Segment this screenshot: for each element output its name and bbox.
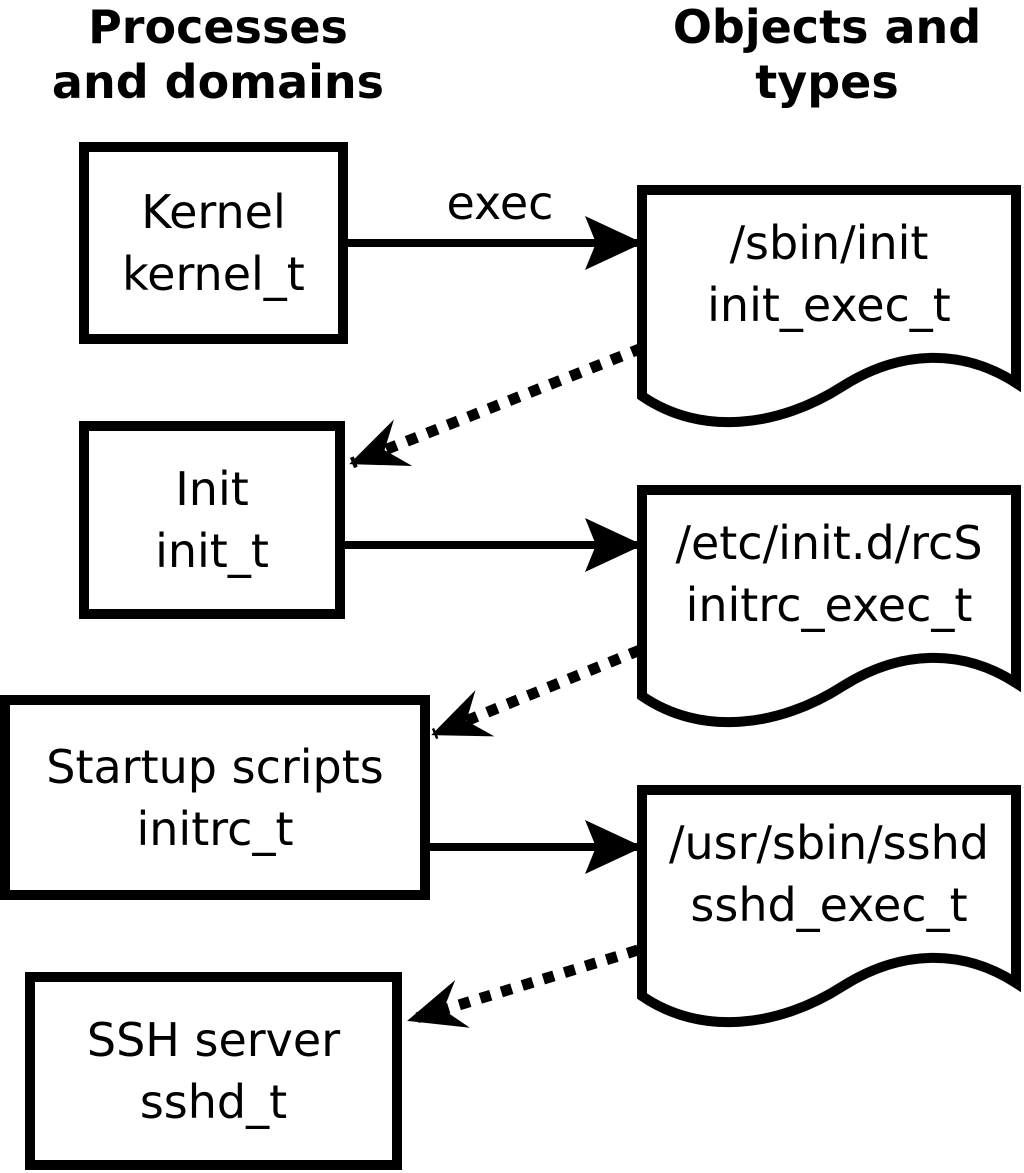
- object-path: /sbin/init: [729, 216, 929, 270]
- object-type: initrc_exec_t: [685, 578, 973, 632]
- process-box-ssh-server: SSH server sshd_t: [25, 972, 402, 1170]
- process-name: SSH server: [86, 1013, 341, 1067]
- process-box-kernel: Kernel kernel_t: [79, 142, 348, 344]
- process-name: Kernel: [141, 185, 286, 239]
- column-header-processes-and-domains: Processes and domains: [0, 0, 436, 110]
- object-path: /etc/init.d/rcS: [675, 516, 983, 570]
- object-label-etc-initd-rcs: /etc/init.d/rcS initrc_exec_t: [642, 508, 1016, 640]
- object-type: sshd_exec_t: [690, 878, 968, 932]
- document-shape-etc-initd-rcs: [637, 485, 1021, 728]
- object-type: init_exec_t: [707, 278, 951, 332]
- transition-arrow-sbin-init-to-init: [349, 342, 645, 469]
- process-domain-type: kernel_t: [122, 247, 305, 301]
- document-shape-usr-sbin-sshd: [637, 785, 1021, 1028]
- process-domain-type: sshd_t: [139, 1075, 288, 1129]
- document-shape-sbin-init: [637, 185, 1021, 428]
- object-path: /usr/sbin/sshd: [669, 816, 989, 870]
- header-line: types: [755, 55, 899, 109]
- object-label-usr-sbin-sshd: /usr/sbin/sshd sshd_exec_t: [642, 808, 1016, 940]
- transition-arrow-etc-initd-rcs-to-startup-scripts: [431, 644, 643, 740]
- exec-arrow-label: exec: [446, 176, 554, 230]
- header-line: Objects and: [672, 0, 982, 54]
- header-line: and domains: [51, 55, 385, 109]
- transition-arrow-usr-sbin-sshd-to-ssh-server: [407, 944, 640, 1028]
- process-name: Startup scripts: [46, 739, 384, 794]
- object-label-sbin-init: /sbin/init init_exec_t: [642, 208, 1016, 340]
- process-domain-type: initrc_t: [136, 801, 294, 856]
- process-box-init: Init init_t: [79, 421, 345, 619]
- header-line: Processes: [88, 0, 348, 54]
- column-header-objects-and-types: Objects and types: [630, 0, 1024, 110]
- process-domain-type: init_t: [155, 524, 269, 578]
- process-name: Init: [175, 462, 249, 516]
- process-box-startup-scripts: Startup scripts initrc_t: [0, 695, 430, 900]
